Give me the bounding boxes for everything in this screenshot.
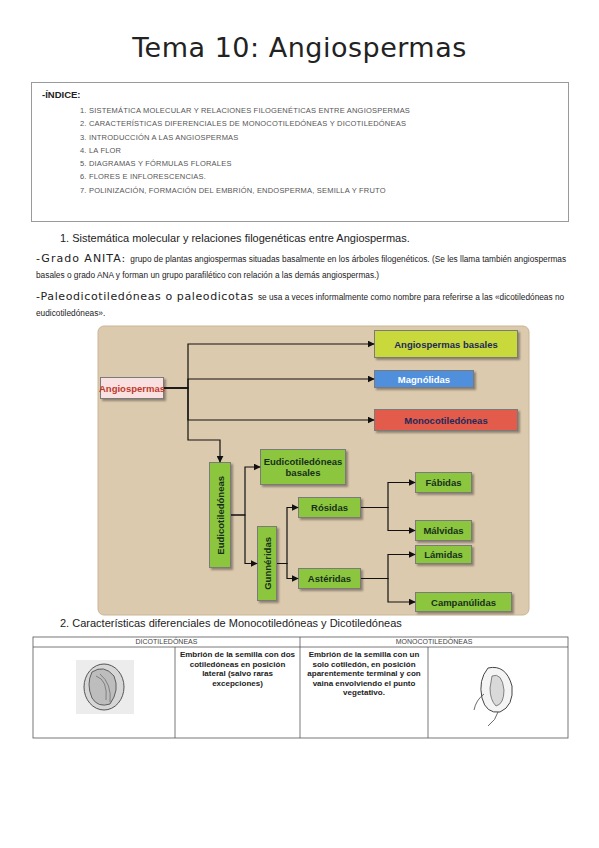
branch-arrow [164,344,374,388]
index-item: 5. DIAGRAMAS Y FÓRMULAS FLORALES [42,157,558,170]
branch-arrow [164,388,220,462]
clade-box: Astéridas [298,568,361,589]
index-item: 7. POLINIZACIÓN, FORMACIÓN DEL EMBRIÓN, … [42,184,558,197]
index-heading: -ÍNDICE: [42,89,558,100]
table-rule [33,647,568,648]
index-item: 3. INTRODUCCIÓN A LAS ANGIOSPERMAS [42,131,558,144]
clade-box: Eudicotiledóneas [209,462,231,568]
branch-arrow [277,564,298,579]
index-box: -ÍNDICE: 1. SISTEMÁTICA MOLECULAR Y RELAC… [31,82,569,222]
clade-name: Málvidas [423,525,463,536]
clade-box: Monocotiledóneas [374,409,518,431]
clade-box: Magnólidas [374,370,474,388]
monocot-seed-drawing [474,667,512,726]
index-item: 4. LA FLOR [42,144,558,157]
clade-name: Rósidas [311,502,348,513]
paragraph: -Paleodicotiledóneas o paleodicotasse us… [36,288,570,320]
term-lead: -Paleodicotiledóneas o paleodicotas [36,290,254,303]
seed-veins [96,674,110,702]
clade-box: Campanúlidas [415,592,512,612]
clade-name: Eudicotiledóneas [215,476,226,555]
clade-name: Gunnéridas [262,537,273,590]
clade-name: Angiospermas basales [394,339,498,350]
index-item: 6. FLORES E INFLORESCENCIAS. [42,170,558,183]
clade-name: Angiospermas [99,383,165,394]
clade-name: Magnólidas [398,374,450,385]
seed-stalk [474,694,498,726]
clade-box: Gunnéridas [257,526,277,601]
table-header: MONOCOTILEDÓNEAS [300,638,568,646]
clade-name: Astéridas [308,573,351,584]
dicot-seed-drawing [76,660,134,714]
clade-box: Rósidas [298,497,361,518]
index-item: 1. SISTEMÁTICA MOLECULAR Y RELACIONES FI… [42,104,558,117]
table-frame [33,637,568,738]
root-box: Angiospermas [100,377,164,399]
branch-arrow [277,508,298,564]
branch-arrow [164,388,374,420]
branch-arrow [361,579,415,603]
clade-name: Lámidas [424,549,463,560]
seed-coat [84,664,124,710]
clade-name: Campanúlidas [431,597,496,608]
clade-box: Lámidas [415,545,472,564]
clade-box: Eudicotiledóneas basales [260,449,346,485]
table-cell: Embrión de la semilla con un solo cotile… [302,650,426,698]
clade-name: Monocotiledóneas [404,415,487,426]
table-rule [300,637,301,738]
index-item: 2. CARACTERÍSTICAS DIFERENCIALES DE MONO… [42,117,558,130]
clade-box: Fábidas [415,472,472,493]
table-rule [428,647,429,738]
paragraph: -Grado ANITA:grupo de plantas angiosperm… [36,250,570,282]
cotyledon [490,675,504,706]
page-title: Tema 10: Angiospermas [0,32,599,63]
branch-arrow [231,515,257,564]
clade-name: Fábidas [426,477,462,488]
seed-coat [481,667,512,712]
table-rule [175,647,176,738]
branch-arrow [361,555,415,579]
illustration-bg [76,660,134,714]
branch-arrow [361,508,415,531]
branch-arrow [231,467,260,515]
clade-box: Angiospermas basales [374,330,518,358]
table-grid [33,637,568,738]
term-lead: -Grado ANITA: [36,252,126,265]
clade-name: Eudicotiledóneas basales [264,456,343,478]
tree-panel [98,326,529,615]
cotyledon [89,669,116,705]
branch-arrow [361,483,415,508]
table-cell: Embrión de la semilla con dos cotiledóne… [177,650,298,688]
branch-arrow [164,379,374,388]
section-heading: 2. Características diferenciales de Mono… [60,617,580,630]
section-heading: 1. Sistemática molecular y relaciones fi… [60,232,580,245]
table-header: DICOTILEDÓNEAS [33,638,300,646]
clade-box: Málvidas [415,520,472,541]
